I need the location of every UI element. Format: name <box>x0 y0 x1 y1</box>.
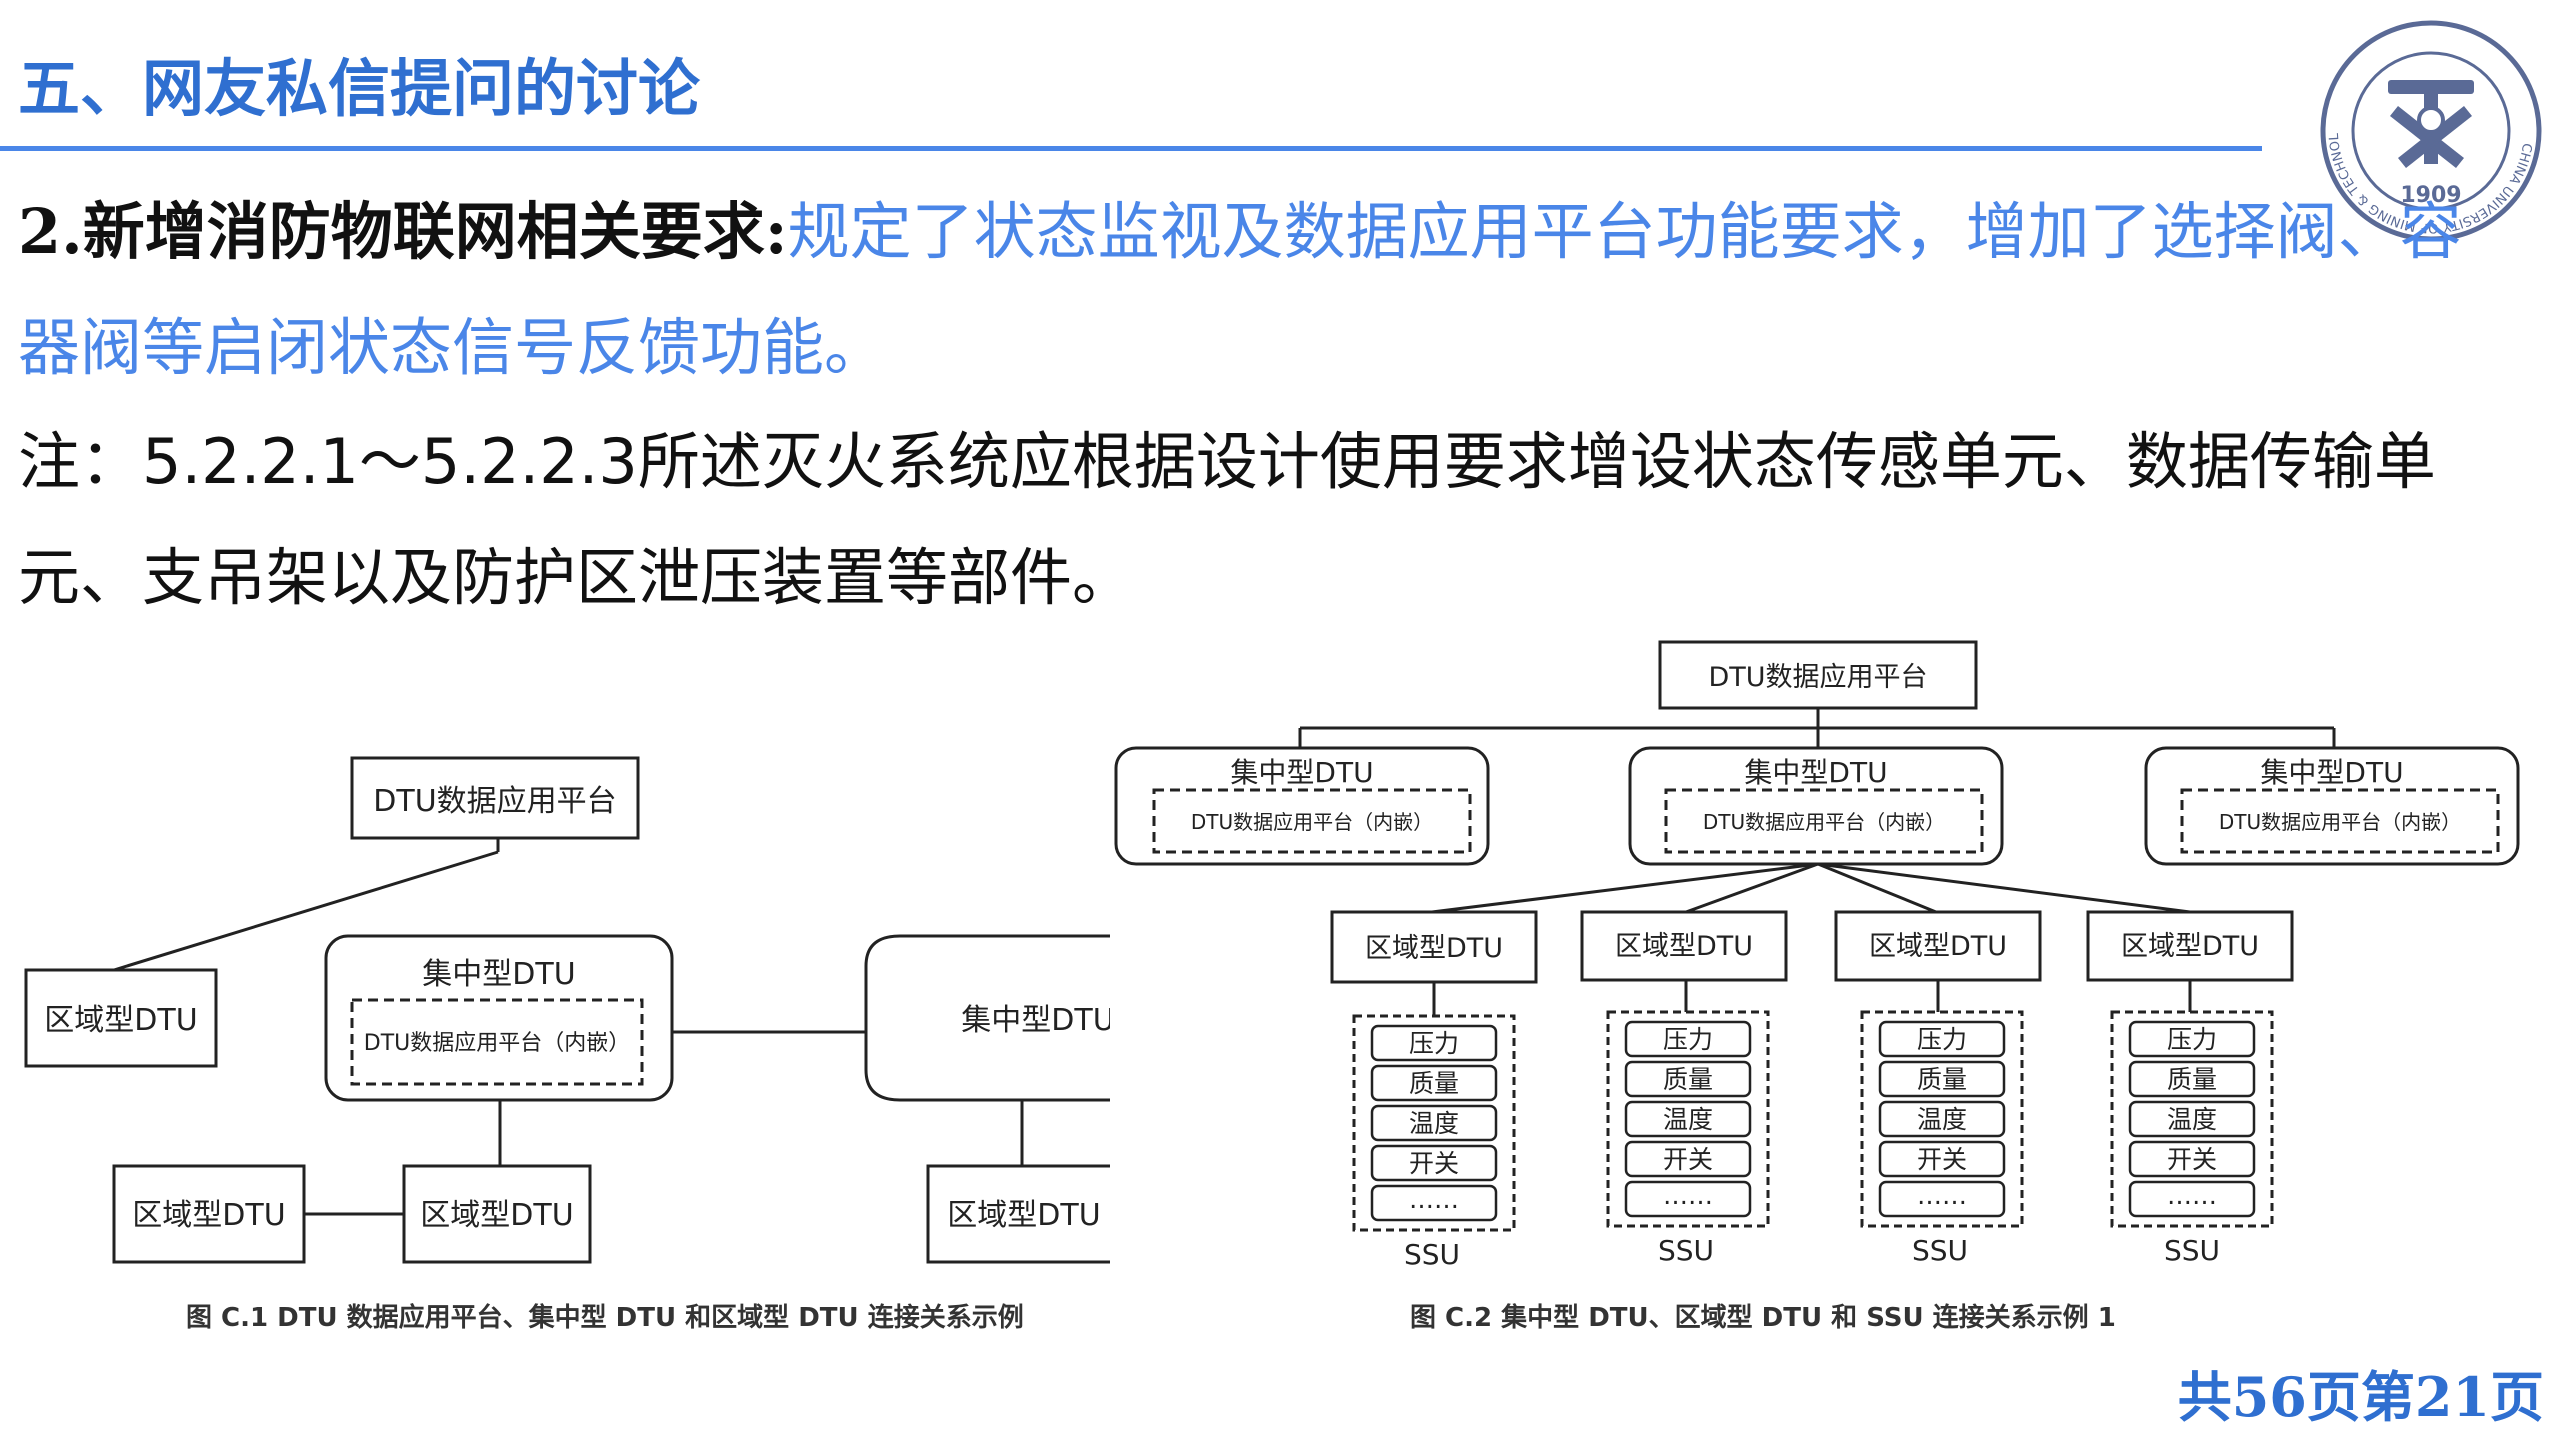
ssu2-label: SSU <box>1658 1234 1714 1267</box>
fig2-central-3: 集中型DTU <box>2260 756 2403 789</box>
fig2-central-2: 集中型DTU <box>1744 756 1887 789</box>
ssu3-item-temp: 温度 <box>1917 1105 1967 1134</box>
fig2-central-2-inner: DTU数据应用平台（内嵌） <box>1703 810 1945 834</box>
ssu4-item-mass: 质量 <box>2167 1065 2217 1094</box>
ssu4-item-switch: 开关 <box>2167 1145 2217 1174</box>
ssu1-item-temp: 温度 <box>1409 1109 1459 1138</box>
fig2-central-3-inner: DTU数据应用平台（内嵌） <box>2219 810 2461 834</box>
logo-year: 1909 <box>2400 183 2461 208</box>
ssu3-label: SSU <box>1912 1234 1968 1267</box>
fig1-caption: 图 C.1 DTU 数据应用平台、集中型 DTU 和区域型 DTU 连接关系示例 <box>186 1302 1024 1333</box>
ssu2-item-pressure: 压力 <box>1663 1025 1713 1054</box>
fig1-top-node: DTU数据应用平台 <box>373 784 616 819</box>
ssu1-item-mass: 质量 <box>1409 1069 1459 1098</box>
fig2-central-1-inner: DTU数据应用平台（内嵌） <box>1191 810 1433 834</box>
point-lead: 2.新增消防物联网相关要求: <box>18 195 788 268</box>
ssu2-item-more: …… <box>1663 1181 1713 1210</box>
ssu4-item-pressure: 压力 <box>2167 1025 2217 1054</box>
fig1-central-inner: DTU数据应用平台（内嵌） <box>364 1031 630 1056</box>
fig2-top-node: DTU数据应用平台 <box>1708 662 1927 693</box>
ssu3-item-switch: 开关 <box>1917 1145 1967 1174</box>
ssu4-item-more: …… <box>2167 1181 2217 1210</box>
fig2-regional-2: 区域型DTU <box>1615 931 1753 962</box>
fig2-caption: 图 C.2 集中型 DTU、区域型 DTU 和 SSU 连接关系示例 1 <box>1410 1302 2116 1333</box>
figure-c1: DTU数据应用平台 区域型DTU 集中型DTU DTU数据应用平台（内嵌） 集中… <box>8 744 1115 1350</box>
fig2-regional-4: 区域型DTU <box>2121 931 2259 962</box>
fig2-central-1: 集中型DTU <box>1230 756 1373 789</box>
fig2-regional-3: 区域型DTU <box>1869 931 2007 962</box>
ssu2-item-switch: 开关 <box>1663 1145 1713 1174</box>
ssu1-item-pressure: 压力 <box>1409 1029 1459 1058</box>
fig1-central-node: 集中型DTU <box>422 957 575 992</box>
note-line1: 注：5.2.2.1～5.2.2.3所述灭火系统应根据设计使用要求增设状态传感单元… <box>18 425 2436 498</box>
fig1-left-node: 区域型DTU <box>44 1003 197 1038</box>
ssu3-item-mass: 质量 <box>1917 1065 1967 1094</box>
point-text-line1: 规定了状态监视及数据应用平台功能要求，增加了选择阀、容 <box>787 195 2462 268</box>
fig1-bottom-left: 区域型DTU <box>132 1198 285 1233</box>
requirement-point: 2.新增消防物联网相关要求:规定了状态监视及数据应用平台功能要求，增加了选择阀、… <box>18 184 2462 280</box>
point-text-line2: 器阀等启闭状态信号反馈功能。 <box>18 311 887 384</box>
note-line2: 元、支吊架以及防护区泄压装置等部件。 <box>18 541 1135 614</box>
ssu4-label: SSU <box>2164 1234 2220 1267</box>
ssu1-item-switch: 开关 <box>1409 1149 1459 1178</box>
ssu2-item-temp: 温度 <box>1663 1105 1713 1134</box>
figure-c2: DTU数据应用平台 集中型DTU DTU数据应用平台（内嵌） 集中型DTU DT… <box>1110 636 2550 1356</box>
fig1-bottom-right: 区域型DTU <box>947 1198 1100 1233</box>
fig1-right-node: 集中型DTU <box>961 1003 1112 1038</box>
university-logo: CHINA UNIVERSITY OF MINING & TECHNOLOGY … <box>2313 7 2544 244</box>
ssu3-item-more: …… <box>1917 1181 1967 1210</box>
title-underline <box>0 146 2262 151</box>
page-title: 五、网友私信提问的讨论 <box>18 52 701 125</box>
fig2-regional-1: 区域型DTU <box>1365 933 1503 964</box>
ssu1-item-more: …… <box>1409 1185 1459 1214</box>
ssu2-item-mass: 质量 <box>1663 1065 1713 1094</box>
page-counter: 共56页第21页 <box>2177 1365 2544 1429</box>
fig1-bottom-mid: 区域型DTU <box>420 1198 573 1233</box>
ssu1-label: SSU <box>1404 1238 1460 1271</box>
ssu3-item-pressure: 压力 <box>1917 1025 1967 1054</box>
ssu4-item-temp: 温度 <box>2167 1105 2217 1134</box>
